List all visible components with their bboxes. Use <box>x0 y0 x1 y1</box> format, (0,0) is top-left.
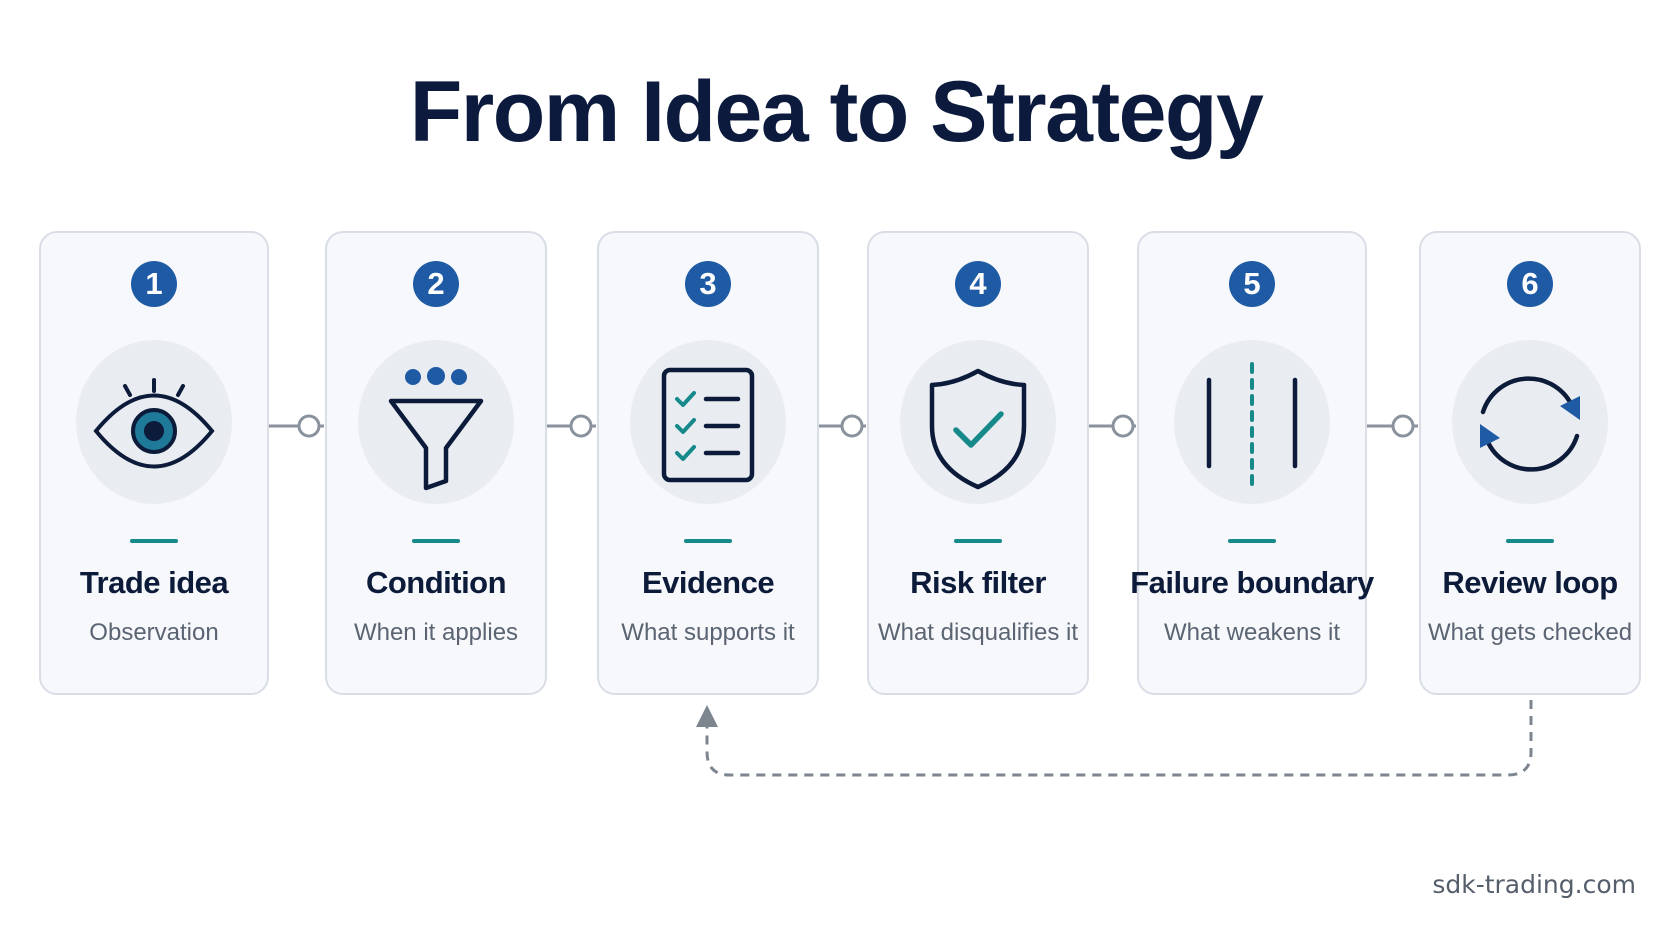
accent-line <box>1506 539 1554 543</box>
connector-node-4 <box>1111 414 1135 438</box>
step-title: Failure boundary <box>1130 565 1374 600</box>
step-number-badge: 5 <box>1229 261 1275 307</box>
boundary-lines-icon <box>1206 362 1298 488</box>
step-number-badge: 3 <box>685 261 731 307</box>
shield-check-icon <box>929 368 1027 490</box>
step-subtitle: What supports it <box>621 619 795 646</box>
step-card-5: 5 Failure boundary What weakens it <box>1130 231 1374 695</box>
step-subtitle: What weakens it <box>1163 619 1341 646</box>
connector-node-1 <box>297 414 321 438</box>
icon-circle <box>76 340 232 504</box>
accent-line <box>954 539 1002 543</box>
icon-circle <box>358 340 514 504</box>
step-title: Condition <box>365 565 507 600</box>
accent-line <box>1228 539 1276 543</box>
icon-circle <box>900 340 1056 504</box>
connector-node-5 <box>1391 414 1415 438</box>
feedback-loop-arrowhead <box>696 705 718 727</box>
icon-circle <box>1174 340 1330 504</box>
step-card-3: 3 Evidence What supports it <box>597 231 819 695</box>
connector-node-2 <box>569 414 593 438</box>
step-subtitle: When it applies <box>353 619 519 646</box>
step-title: Trade idea <box>79 565 229 600</box>
step-number-badge: 6 <box>1507 261 1553 307</box>
step-title: Review loop <box>1442 565 1618 600</box>
step-number-badge: 4 <box>955 261 1001 307</box>
step-number-badge: 1 <box>131 261 177 307</box>
step-title: Risk filter <box>910 565 1046 600</box>
connector-node-3 <box>840 414 864 438</box>
icon-circle <box>630 340 786 504</box>
feedback-loop-arrow <box>705 700 1533 777</box>
page-title: From Idea to Strategy <box>409 64 1264 160</box>
refresh-icon <box>1480 376 1580 472</box>
accent-line <box>412 539 460 543</box>
step-title: Evidence <box>641 565 775 600</box>
step-card-1: 1 Trade idea Observation <box>39 231 269 695</box>
funnel-icon <box>388 367 484 491</box>
icon-circle <box>1452 340 1608 504</box>
checklist-icon <box>661 367 755 483</box>
accent-line <box>130 539 178 543</box>
step-subtitle: What disqualifies it <box>877 619 1079 646</box>
step-subtitle: Observation <box>89 619 219 646</box>
step-card-2: 2 Condition When it applies <box>325 231 547 695</box>
step-subtitle: What gets checked <box>1427 619 1633 646</box>
step-card-6: 6 Review loop What gets checked <box>1419 231 1641 695</box>
footer-website: sdk-trading.com <box>1432 870 1636 899</box>
eye-icon <box>93 378 215 469</box>
step-number-badge: 2 <box>413 261 459 307</box>
step-card-4: 4 Risk filter What disqualifies it <box>867 231 1089 695</box>
accent-line <box>684 539 732 543</box>
